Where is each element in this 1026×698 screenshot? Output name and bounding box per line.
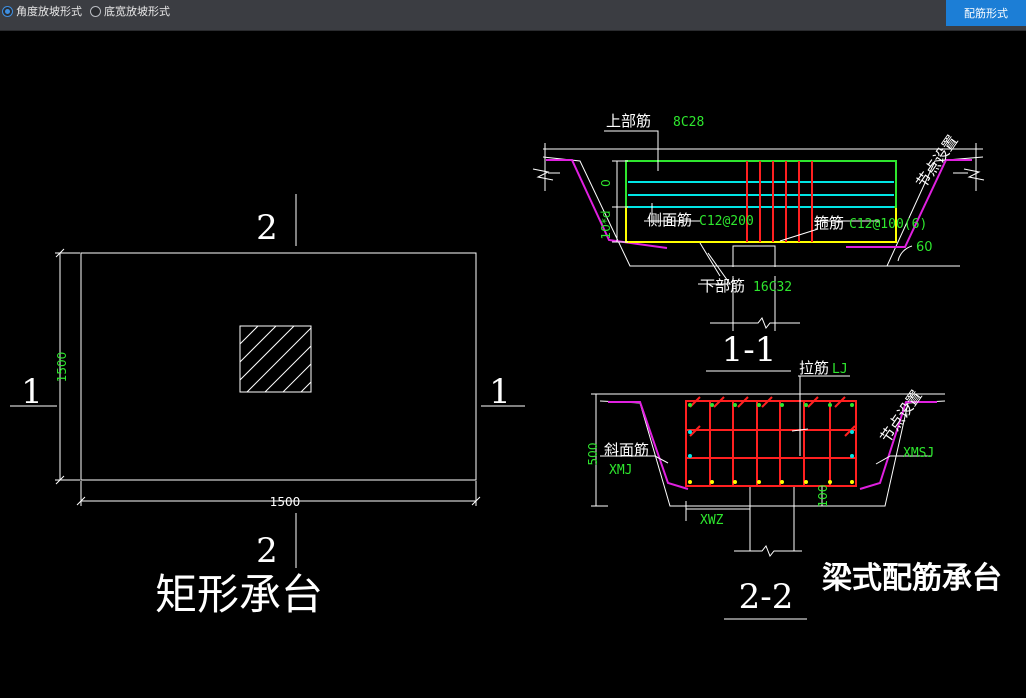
slope-bar-left	[546, 159, 668, 249]
slope-face-bar-label: 斜面筋	[604, 441, 649, 459]
radio-unselected-icon[interactable]	[90, 6, 101, 17]
dim-100-text: 100	[816, 485, 830, 508]
xwz-text: XWZ	[700, 513, 724, 528]
bottom-bar-value: 16C32	[753, 280, 792, 295]
dim-width-text: 1500	[270, 495, 301, 509]
slope-face-bar-value: XMJ	[609, 463, 632, 478]
radio-bottom-width-slope[interactable]: 底宽放坡形式	[90, 5, 170, 18]
stirrups-red	[746, 161, 813, 242]
radio-angle-slope[interactable]: 角度放坡形式	[2, 5, 82, 18]
toolbar: 角度放坡形式 底宽放坡形式 配筋形式	[0, 0, 1026, 31]
dim-side-text: 10*d	[599, 211, 613, 240]
plan-view: 2 2 1 1 1500 1500 矩形承台	[10, 194, 525, 619]
xmsj-text: XMSJ	[903, 446, 934, 461]
section-mark-2-bottom: 2	[256, 531, 278, 571]
top-bar-label: 上部筋	[606, 112, 651, 130]
cap-outline	[80, 252, 477, 481]
beam-cap-caption: 梁式配筋承台	[822, 561, 1002, 596]
section-mark-1-left: 1	[21, 372, 43, 412]
side-bar-label: 侧面筋	[647, 211, 692, 229]
cad-drawing-canvas: 2 2 1 1 1500 1500 矩形承台	[10, 112, 1002, 620]
slope-mode-radio-group: 角度放坡形式 底宽放坡形式	[2, 5, 178, 18]
dim-500-text: 500	[586, 443, 600, 466]
bottom-bar-label: 下部筋	[700, 277, 745, 295]
radio-selected-icon[interactable]	[2, 6, 13, 17]
leaders-2-2	[600, 375, 932, 521]
section-2-2-column	[734, 485, 802, 557]
slope-bar-left-2	[608, 401, 689, 490]
bottom-bar-dots	[688, 480, 854, 484]
slope-angle-text: 60	[916, 240, 933, 255]
plan-title: 矩形承台	[155, 570, 323, 619]
section-1-1-title: 1-1	[722, 330, 777, 370]
node-setting-label-1-1: 节点设置	[913, 132, 962, 191]
dim-height-text: 1500	[55, 352, 69, 383]
radio-bottom-width-slope-label[interactable]: 底宽放坡形式	[104, 5, 170, 18]
section-1-1: 0 10*d 上部筋 8C28 节点设置 侧面筋 C12@200 箍筋 C12@…	[532, 112, 985, 372]
section-2-2: 500	[586, 359, 1002, 620]
radio-angle-slope-label[interactable]: 角度放坡形式	[16, 5, 82, 18]
tie-bar-label: 拉筋	[799, 359, 829, 377]
column-hatch	[239, 325, 312, 393]
longitudinal-bar-dots	[688, 403, 854, 407]
section-mark-1-right: 1	[489, 372, 511, 412]
reinforcement-form-button[interactable]: 配筋形式	[946, 0, 1026, 26]
side-bar-dots	[688, 430, 854, 458]
slope-bar-right	[846, 159, 972, 248]
tie-bar-value: LJ	[832, 362, 848, 377]
stirrup-value: C12@100(6)	[849, 217, 927, 232]
dim-top-text: 0	[599, 179, 613, 187]
stirrup-label: 箍筋	[814, 214, 844, 232]
side-bar-value: C12@200	[699, 214, 754, 229]
section-1-1-dim-left	[612, 160, 628, 243]
slope-bar-right-2	[859, 401, 937, 490]
dim-width-line	[76, 481, 481, 506]
section-2-2-title: 2-2	[739, 577, 794, 617]
section-1-1-column	[710, 245, 800, 331]
top-bar-value: 8C28	[673, 115, 704, 130]
section-mark-2-top: 2	[256, 208, 278, 248]
cage-red-2-2	[685, 396, 857, 487]
dim-height-line	[55, 248, 80, 485]
leaders-1-1	[604, 130, 913, 285]
node-setting-label-2-2: 节点设置	[877, 387, 926, 446]
